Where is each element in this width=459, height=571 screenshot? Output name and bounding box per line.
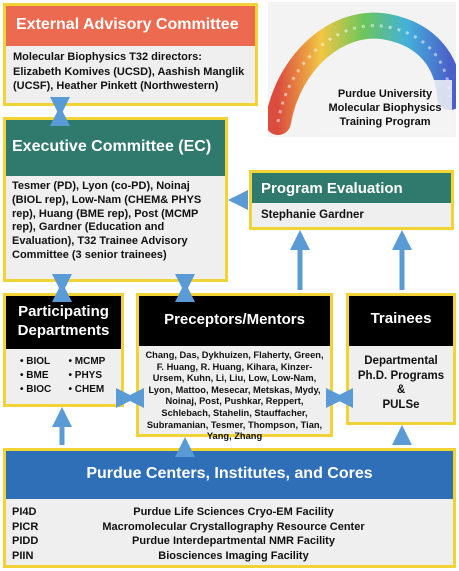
department-item: • BIOL	[20, 356, 51, 367]
center-row: PIDD Purdue Interdepartmental NMR Facili…	[12, 534, 447, 549]
department-item: • CHEM	[68, 384, 105, 395]
logo-caption-3: Training Program	[339, 116, 431, 128]
department-item: • PHYS	[68, 370, 103, 381]
preceptors-title: Preceptors/Mentors	[139, 296, 330, 346]
trainees-line4: PULSe	[382, 398, 420, 411]
department-item: • BIOC	[20, 384, 52, 395]
logo-caption-2: Molecular Biophysics	[328, 102, 442, 114]
trainees-box: Trainees Departmental Ph.D. Programs & P…	[346, 293, 456, 425]
centers-box: Purdue Centers, Institutes, and Cores PI…	[3, 448, 456, 568]
center-code: PI4D	[12, 506, 37, 518]
program-evaluation-title: Program Evaluation	[252, 173, 451, 203]
trainees-title: Trainees	[349, 296, 453, 346]
departments-box: Participating Departments • BIOL • MCMP …	[3, 293, 124, 407]
protein-structure-image	[265, 2, 459, 137]
center-name: Purdue Interdepartmental NMR Facility	[132, 535, 335, 547]
executive-committee-title: Executive Committee (EC)	[6, 120, 225, 176]
preceptors-box: Preceptors/Mentors Chang, Das, Dykhuizen…	[136, 293, 333, 441]
center-row: PI4D Purdue Life Sciences Cryo-EM Facili…	[12, 505, 447, 520]
center-name: Purdue Life Sciences Cryo-EM Facility	[133, 506, 334, 518]
center-name: Macromolecular Crystallography Resource …	[102, 520, 365, 533]
department-item: • BME	[20, 370, 49, 381]
external-advisory-body: Molecular Biophysics T32 directors: Eliz…	[13, 51, 245, 92]
centers-title: Purdue Centers, Institutes, and Cores	[6, 451, 453, 499]
trainees-line2: Ph.D. Programs	[357, 369, 445, 382]
program-logo: Purdue University Molecular Biophysics T…	[265, 2, 459, 137]
external-advisory-title: External Advisory Committee	[6, 6, 255, 46]
department-item: • MCMP	[68, 356, 106, 367]
departments-list: • BIOL • MCMP • BME • PHYS • BIOC • CHEM	[6, 349, 121, 397]
center-code: PIIN	[12, 549, 34, 562]
center-code: PIDD	[12, 535, 39, 547]
departments-title-line1: Participating	[18, 303, 109, 320]
trainees-body: Departmental Ph.D. Programs & PULSe	[349, 346, 453, 412]
executive-committee-box: Executive Committee (EC) Tesmer (PD), Ly…	[3, 117, 228, 282]
program-evaluation-body: Stephanie Gardner	[261, 209, 364, 221]
trainees-line1: Departmental	[364, 355, 438, 367]
center-code: PICR	[12, 520, 39, 533]
preceptors-body: Chang, Das, Dykhuizen, Flaherty, Green, …	[145, 350, 324, 442]
departments-title-line2: Departments	[17, 322, 110, 339]
program-evaluation-box: Program Evaluation Stephanie Gardner	[249, 170, 454, 230]
executive-committee-body: Tesmer (PD), Lyon (co-PD), Noinaj (BIOL …	[12, 180, 202, 261]
external-advisory-box: External Advisory Committee Molecular Bi…	[3, 3, 258, 106]
centers-list: PI4D Purdue Life Sciences Cryo-EM Facili…	[6, 499, 453, 563]
center-row: PIIN Biosciences Imaging Facility	[12, 549, 447, 564]
trainees-line3: &	[396, 384, 406, 396]
center-row: PICR Macromolecular Crystallography Reso…	[12, 520, 447, 535]
logo-caption-1: Purdue University	[337, 88, 433, 100]
departments-title: Participating Departments	[6, 296, 121, 349]
center-name: Biosciences Imaging Facility	[158, 549, 309, 562]
